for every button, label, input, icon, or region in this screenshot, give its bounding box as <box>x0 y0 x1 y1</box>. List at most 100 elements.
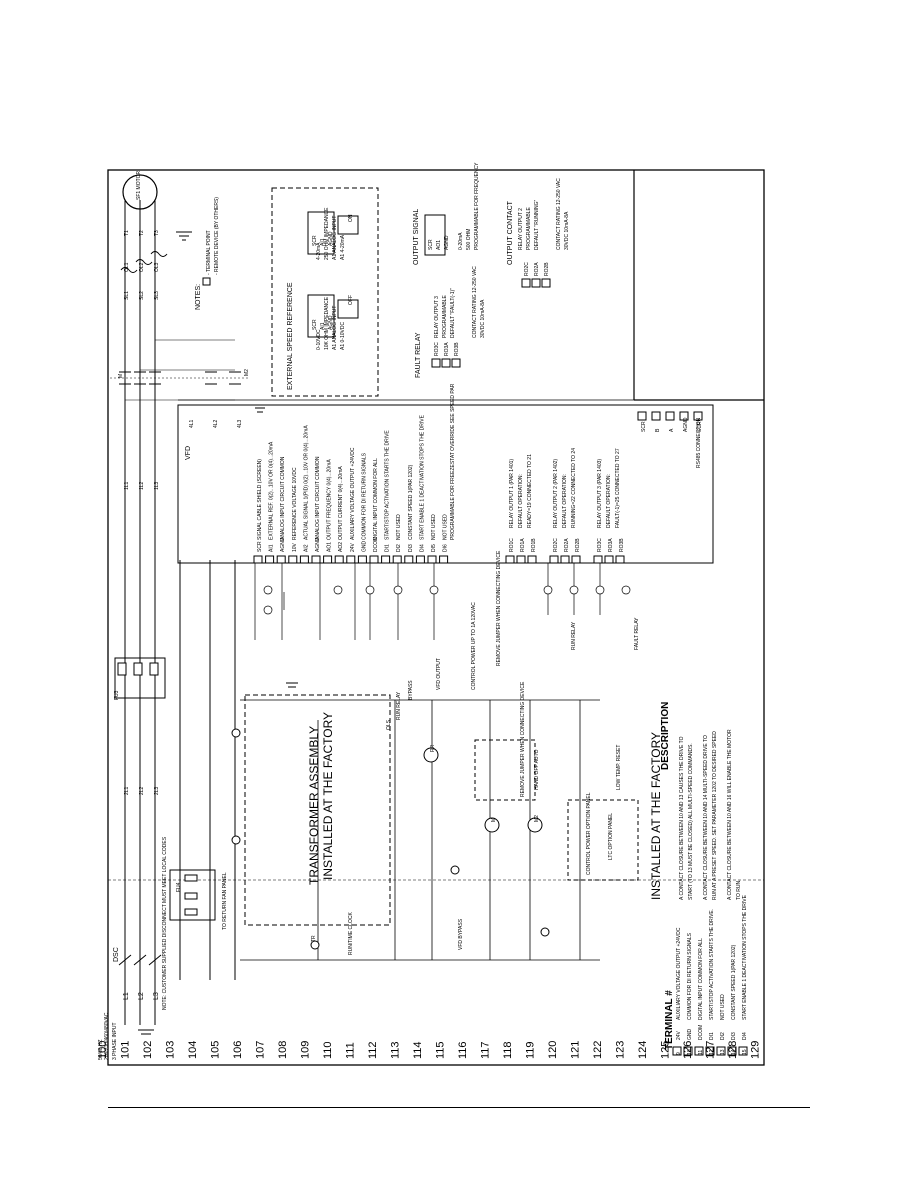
table-row-box <box>716 1046 726 1056</box>
low-temp-reset-label: LOW TEMP. RESET <box>616 745 622 790</box>
relay-terminal <box>604 555 614 564</box>
vfd-terminal-description: CONSTANT SPEED 1(PAR 1202) <box>408 464 414 540</box>
vfd-terminal-description: SIGNAL CABLE SHIELD (SCREEN) <box>257 459 263 540</box>
fault-relay-text: DEFAULT "FAULT(-1)" <box>450 288 456 338</box>
table-terminal-number: 10 <box>687 1049 693 1055</box>
rung-number: 110 <box>322 1041 334 1059</box>
relay-description: RUNNING=22 CONNECTED TO 24 <box>571 448 577 528</box>
table-long-description: START (TO 13 MUST BE CLOSED) ALL MULTI-S… <box>688 743 694 900</box>
drawing-border <box>107 169 765 1066</box>
disconnect-label: DSC <box>113 947 120 962</box>
vfd-terminal <box>439 555 449 564</box>
page-footer-rule <box>108 1107 810 1108</box>
coil-m2 <box>527 817 543 833</box>
vfd-terminal-number: DI2 <box>396 544 402 552</box>
ext-speed-terminal: SCR <box>312 235 318 246</box>
control-power-option-label: CONTROL POWER OPTION PANEL <box>586 792 592 875</box>
table-terminal-name: DCOM <box>698 1025 704 1040</box>
vfd-terminal-number: DI1 <box>385 544 391 552</box>
control-circuit <box>231 694 639 961</box>
dip-switch-on[interactable] <box>337 215 359 235</box>
vfd-terminal <box>381 555 391 564</box>
rs485-terminal-label: SCR <box>697 421 703 432</box>
vfd-terminal-number: 10V <box>292 542 298 552</box>
coil-rr <box>423 747 439 763</box>
rung-number: 101 <box>120 1041 132 1059</box>
ext-speed-left-text: A1 0-10VDC <box>340 322 346 350</box>
overload-heaters <box>120 251 168 273</box>
table-row-box <box>738 1046 748 1056</box>
output-signal-terminal: SCR <box>428 239 434 250</box>
bypass-contactor-label: M2 <box>244 369 250 376</box>
relay-description: DEFAULT OPERATION: <box>518 474 524 528</box>
rs485-terminal <box>637 411 647 421</box>
relay-terminal-label: RO3A <box>608 538 614 552</box>
ground-icon <box>138 231 298 1035</box>
fuse-block-fu3 <box>114 657 166 699</box>
ext-speed-terminal: AGND <box>328 231 334 246</box>
dip-switch-off[interactable] <box>337 299 359 319</box>
ext-speed-terminal: AI1 <box>320 322 326 330</box>
rung-number: 122 <box>592 1041 604 1059</box>
table-terminal-number: 12 <box>709 1049 715 1055</box>
run-relay-output-label: RUN RELAY <box>571 621 577 650</box>
transformer-title: TRANSFORMER ASSEMBLY <box>307 726 321 885</box>
rung-number: 113 <box>390 1041 402 1059</box>
table-terminal-description: NOT USED <box>720 994 726 1020</box>
supply-line-label: L3 <box>153 992 160 1000</box>
vfd-terminal <box>276 555 286 564</box>
coil-m <box>484 817 500 833</box>
vfd-extra-description: PROGRAMMABLE FOR FREEZESTAT OVERRIDE SEE… <box>450 383 456 540</box>
overload-label: OL2 <box>139 262 145 272</box>
contactor-contacts <box>110 371 250 385</box>
wire-label: 1L2 <box>139 481 145 490</box>
relay-description: RELAY OUTPUT 1 (PAR 1401) <box>509 459 515 528</box>
fault-relay-terminal: RO3A <box>444 342 450 356</box>
notes-title: NOTES: <box>195 284 202 310</box>
table-terminal-description: COMMON FOR DI RETURN SIGNALS <box>687 932 693 1020</box>
vfd-terminal-description: ANALOG INPUT CIRCUIT COMMON <box>280 456 286 540</box>
motor-wire-label: T3 <box>154 230 160 236</box>
rung-number: 108 <box>277 1041 289 1059</box>
contactor-label: M <box>118 374 124 378</box>
vfd-terminal <box>427 555 437 564</box>
rung-number: 102 <box>142 1041 154 1059</box>
table-terminal-description: DIGITAL INPUT COMMON FOR ALL <box>698 938 704 1020</box>
wire-label: SL1 <box>124 291 130 300</box>
option-blocks <box>424 214 551 368</box>
ext-speed-title: EXTERNAL SPEED REFERENCE <box>287 282 294 390</box>
ext-speed-terminal: AI1 <box>320 238 326 246</box>
coil-label: TR <box>311 935 317 942</box>
wire-label: SL3 <box>154 291 160 300</box>
rung-number: 103 <box>165 1041 177 1059</box>
vfd-terminal-number: DI5 <box>431 544 437 552</box>
field-wiring <box>254 563 631 640</box>
relay-description: FAULT(-1)=25 CONNECTED TO 27 <box>615 448 621 528</box>
output-contact-text: PROGRAMMABLE <box>526 207 532 250</box>
supply-line-label: L1 <box>123 992 130 1000</box>
vfd-terminal-number: AI2 <box>303 544 309 552</box>
vfd-terminal-description: ACTUAL SIGNAL 1(PID) 0(2)...10V OR 0(4).… <box>303 425 309 540</box>
table-terminal-description: START ENABLE 1 DEACTIVATION STOPS THE DR… <box>742 894 748 1020</box>
notes-item: - REMOTE DEVICE (BY OTHERS) <box>214 197 220 275</box>
hand-off-auto-label: HAND OFF AUTO <box>534 749 540 790</box>
vfd-terminal-description: OUTPUT FREQUENCY 0(4)...20mA <box>327 459 333 540</box>
output-signal-terminal: AO1 <box>436 240 442 250</box>
switch-on-label: ON <box>348 214 354 222</box>
fault-relay-title: FAULT RELAY <box>415 332 422 378</box>
relay-description: READY=19 CONNECTED TO 21 <box>527 454 533 528</box>
table-long-description: A CONTACT CLOSURE BETWEEN 10 AND 14 MULT… <box>703 735 709 900</box>
relay-terminal <box>516 555 526 564</box>
wire-label: 4L1 <box>189 419 195 428</box>
vfd-terminal-description: NOT USED <box>443 514 449 540</box>
wire-label: 4L2 <box>213 419 219 428</box>
power-circuit <box>110 174 298 1035</box>
output-signal-title: OUTPUT SIGNAL <box>413 209 420 265</box>
ext-speed-terminal: SCR <box>312 319 318 330</box>
rung-number: 107 <box>255 1041 267 1059</box>
supply-phase: 3 PHASE INPUT <box>112 1022 118 1060</box>
vfd-terminal-number: AO2 <box>338 542 344 552</box>
fault-relay-text: 30VDC 10mA-8A <box>480 299 486 338</box>
disconnect-switch <box>118 954 162 966</box>
